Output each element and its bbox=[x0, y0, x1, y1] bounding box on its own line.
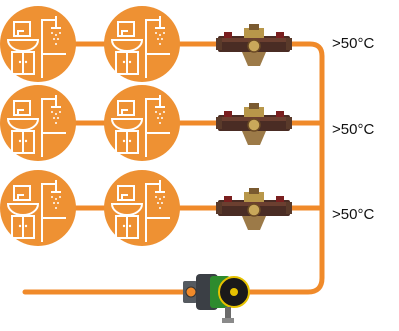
bathroom-2a bbox=[0, 85, 76, 161]
thermostatic-valve-icon bbox=[215, 102, 293, 146]
temperature-label-row-2: >50°C bbox=[332, 121, 375, 138]
temperature-label-row-1: >50°C bbox=[332, 35, 375, 52]
thermostatic-valve-icon bbox=[215, 23, 293, 67]
pipe-network bbox=[22, 41, 325, 295]
return-pipe bbox=[242, 41, 325, 295]
temperature-label-row-3: >50°C bbox=[332, 206, 375, 223]
bathroom-3a bbox=[0, 170, 76, 246]
circulation-pump-icon bbox=[183, 274, 250, 323]
bathroom-3b bbox=[104, 170, 180, 246]
bathroom-1b bbox=[104, 6, 180, 82]
bathroom-1a bbox=[0, 6, 76, 82]
bathroom-2b bbox=[104, 85, 180, 161]
thermostatic-valve-icon bbox=[215, 187, 293, 231]
